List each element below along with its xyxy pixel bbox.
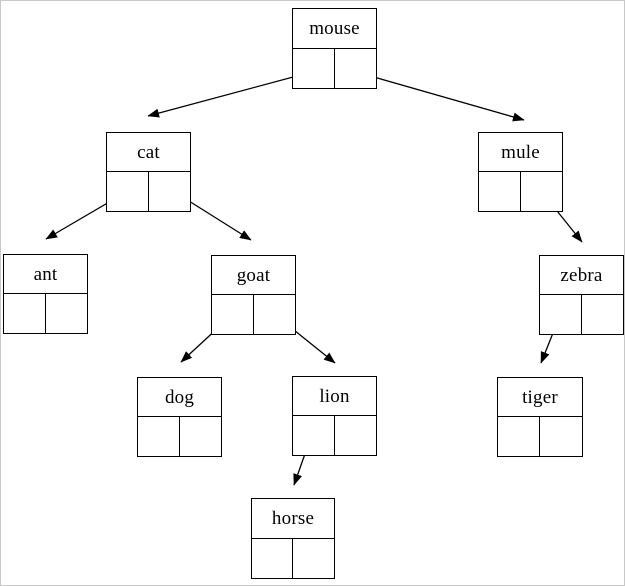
node-right-pointer-horse[interactable]: [293, 538, 334, 578]
tree-node-mule[interactable]: mule: [478, 132, 563, 212]
node-right-pointer-zebra[interactable]: [581, 295, 623, 334]
node-left-pointer-zebra[interactable]: [540, 295, 582, 334]
node-label-tiger: tiger: [498, 378, 582, 417]
tree-node-cat[interactable]: cat: [106, 132, 191, 212]
tree-node-zebra[interactable]: zebra: [539, 255, 624, 335]
node-left-pointer-tiger[interactable]: [498, 417, 540, 456]
tree-node-ant[interactable]: ant: [3, 254, 88, 334]
node-pointer-cells-mouse: [293, 48, 376, 88]
node-pointer-cells-lion: [293, 416, 376, 455]
node-pointer-cells-cat: [107, 172, 190, 211]
node-right-pointer-lion[interactable]: [334, 416, 376, 455]
node-label-ant: ant: [4, 255, 87, 294]
node-pointer-cells-ant: [4, 294, 87, 333]
node-right-pointer-goat[interactable]: [253, 295, 295, 334]
node-pointer-cells-zebra: [540, 295, 623, 334]
tree-node-goat[interactable]: goat: [211, 255, 296, 335]
node-left-pointer-mouse[interactable]: [293, 48, 335, 88]
tree-node-lion[interactable]: lion: [292, 376, 377, 456]
node-right-pointer-dog[interactable]: [179, 417, 221, 456]
node-label-dog: dog: [138, 378, 221, 417]
node-left-pointer-dog[interactable]: [138, 417, 180, 456]
node-right-pointer-mouse[interactable]: [334, 48, 376, 88]
edge-mouse-left-to-cat: [147, 72, 309, 118]
node-left-pointer-ant[interactable]: [4, 294, 46, 333]
node-right-pointer-tiger[interactable]: [540, 417, 582, 456]
node-left-pointer-cat[interactable]: [107, 172, 149, 211]
node-pointer-cells-horse: [252, 538, 334, 578]
node-left-pointer-horse[interactable]: [252, 538, 293, 578]
node-label-mouse: mouse: [293, 9, 376, 49]
node-label-zebra: zebra: [540, 256, 623, 295]
node-label-horse: horse: [252, 499, 334, 539]
node-right-pointer-mule[interactable]: [520, 172, 562, 211]
edge-mouse-right-to-mule: [359, 72, 525, 122]
node-left-pointer-mule[interactable]: [479, 172, 521, 211]
node-pointer-cells-tiger: [498, 417, 582, 456]
node-label-mule: mule: [479, 133, 562, 172]
node-right-pointer-ant[interactable]: [45, 294, 87, 333]
node-left-pointer-lion[interactable]: [293, 416, 335, 455]
node-pointer-cells-goat: [212, 295, 295, 334]
tree-node-horse[interactable]: horse: [251, 498, 335, 579]
node-label-cat: cat: [107, 133, 190, 172]
node-label-goat: goat: [212, 256, 295, 295]
node-label-lion: lion: [293, 377, 376, 416]
node-left-pointer-goat[interactable]: [212, 295, 254, 334]
node-pointer-cells-mule: [479, 172, 562, 211]
tree-node-dog[interactable]: dog: [137, 377, 222, 457]
node-right-pointer-cat[interactable]: [148, 172, 190, 211]
tree-node-tiger[interactable]: tiger: [497, 377, 583, 457]
tree-node-mouse[interactable]: mouse: [292, 8, 377, 89]
node-pointer-cells-dog: [138, 417, 221, 456]
